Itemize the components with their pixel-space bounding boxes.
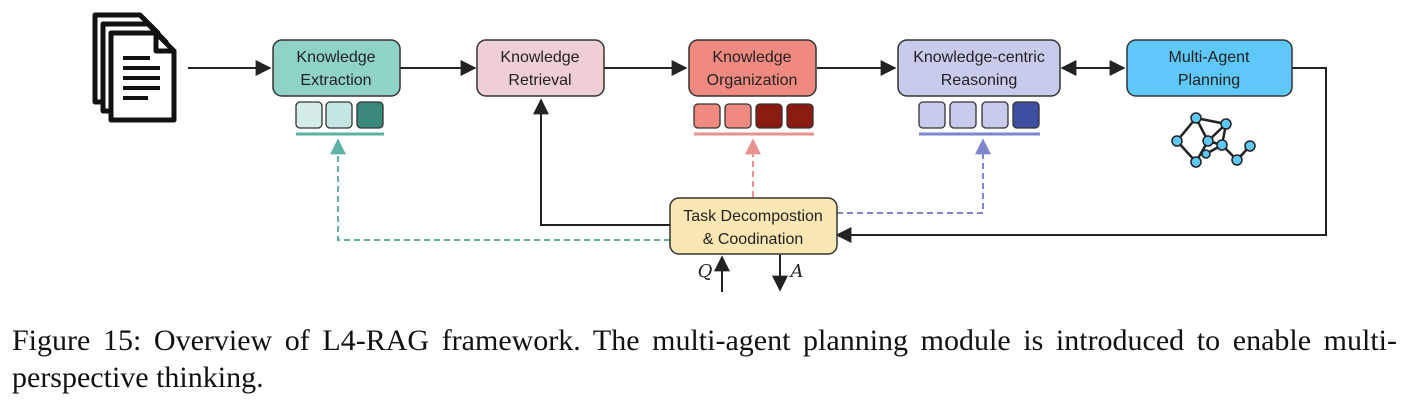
knowledge-retrieval-line2: Retrieval [508,72,571,89]
arrow-task-to-retrieval [533,98,670,226]
multi-agent-planning-line2: Planning [1178,72,1240,89]
knowledge-extraction-line1: Knowledge [296,49,375,66]
knowledge-reasoning-line2: Reasoning [941,72,1018,89]
node-knowledge-extraction: Knowledge Extraction [272,39,401,97]
organization-tiles [693,103,814,136]
node-knowledge-organization: Knowledge Organization [688,39,817,97]
knowledge-organization-line1: Knowledge [712,49,791,66]
node-multi-agent-planning: Multi-Agent Planning [1126,39,1293,97]
dashed-arrow-task-to-extraction [330,138,670,241]
knowledge-reasoning-line1: Knowledge-centric [913,49,1045,66]
task-decomposition-line1: Task Decompostion [683,208,823,225]
reasoning-tiles [918,101,1040,136]
node-knowledge-centric-reasoning: Knowledge-centric Reasoning [897,39,1061,97]
task-decomposition-line2: & Coodination [703,231,804,248]
agent-graph-icon [1171,112,1256,168]
knowledge-organization-line2: Organization [707,72,798,89]
dashed-arrow-task-to-reasoning [837,138,991,214]
node-task-decomposition: Task Decompostion & Coodination [669,197,838,255]
figure-caption: Figure 15: Overview of L4-RAG framework.… [12,324,1397,394]
answer-label: A [789,261,804,282]
framework-diagram: Knowledge Extraction Knowledge Retrieval… [92,12,1327,292]
extraction-tiles [295,101,384,136]
arrow-planning-to-task [835,67,1327,243]
flow-arrows [188,60,1327,292]
knowledge-extraction-line2: Extraction [300,72,371,89]
document-stack-icon [92,12,177,123]
multi-agent-planning-line1: Multi-Agent [1169,49,1250,66]
node-knowledge-retrieval: Knowledge Retrieval [476,39,605,97]
query-label: Q [698,261,713,282]
knowledge-retrieval-line1: Knowledge [500,49,579,66]
